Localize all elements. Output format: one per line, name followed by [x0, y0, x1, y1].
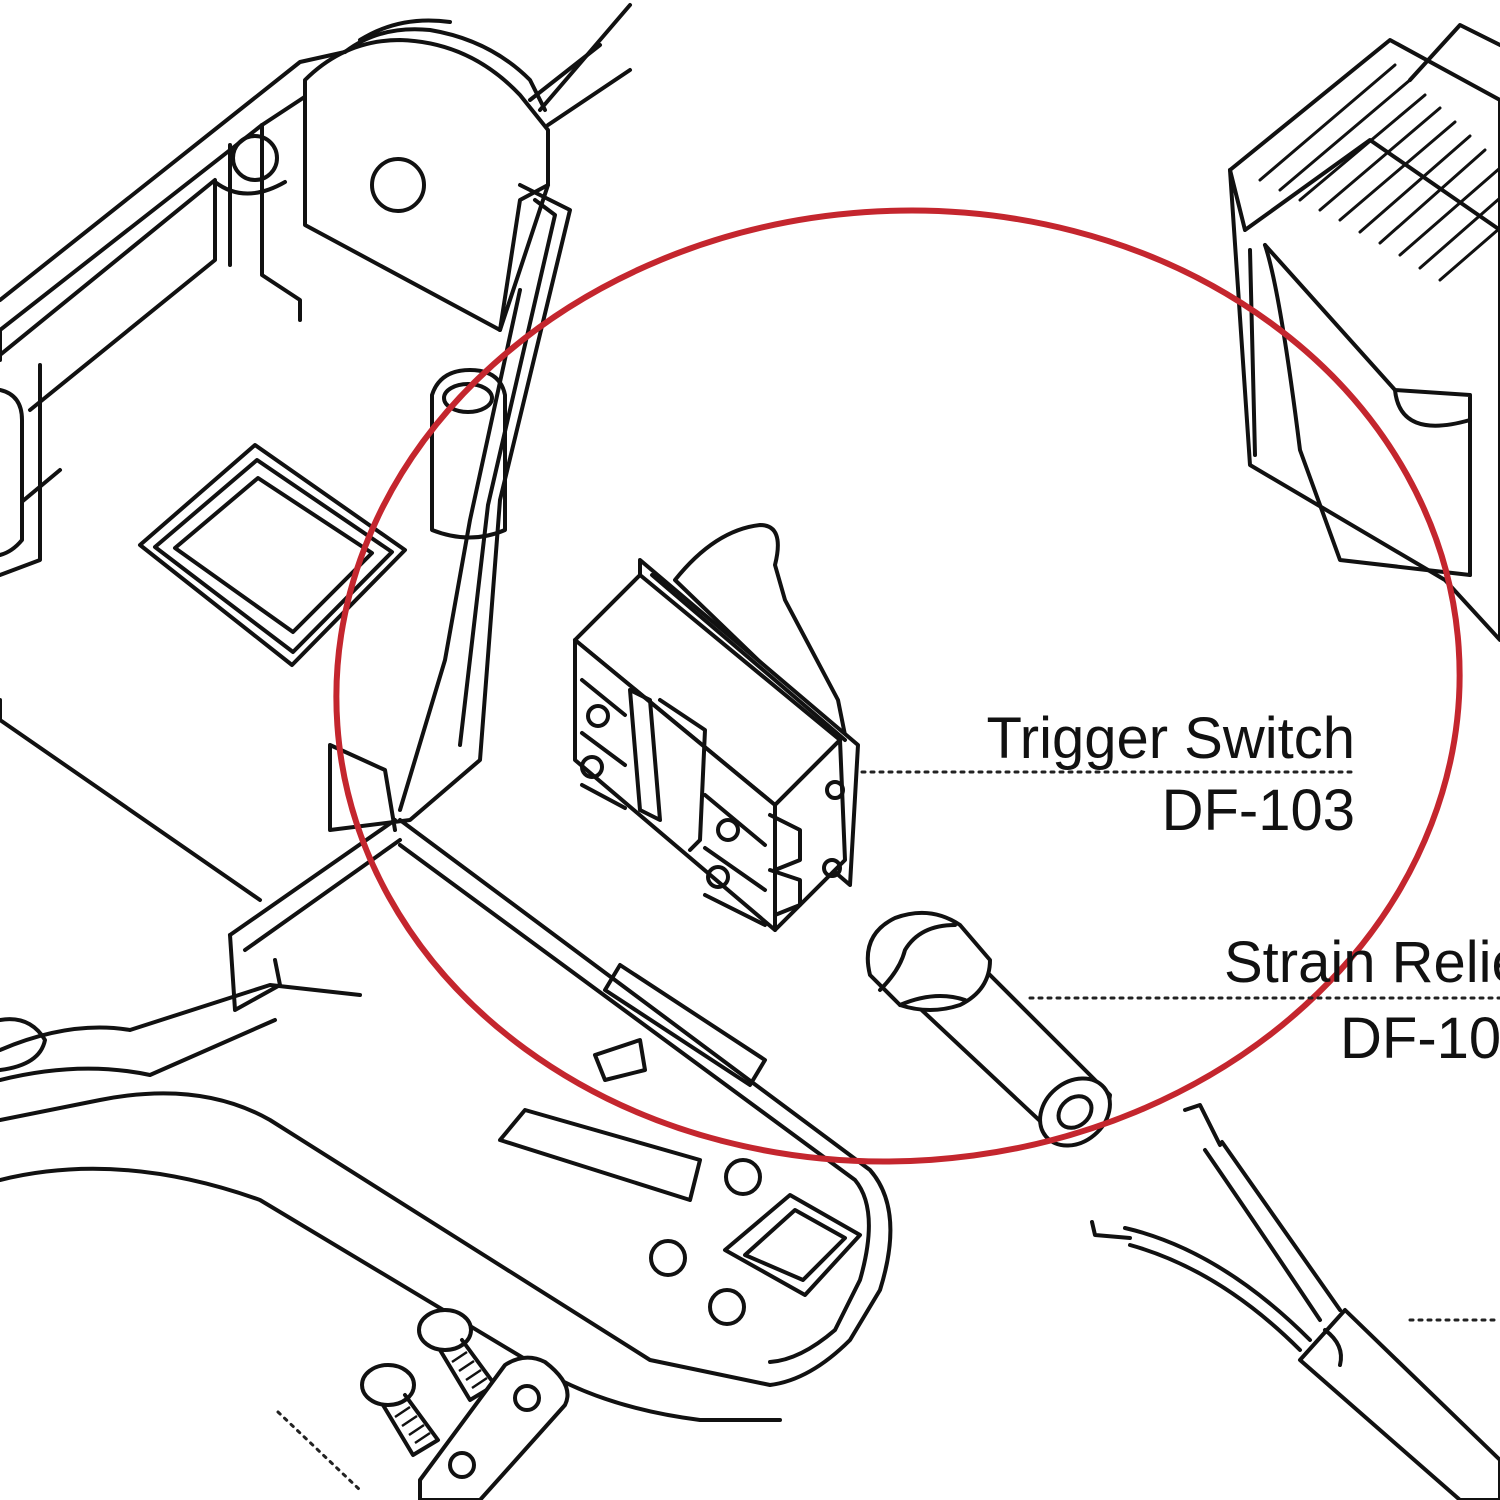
power-cord: [1090, 1103, 1500, 1500]
trigger-switch-part-number: DF-103: [1162, 778, 1355, 843]
trigger-switch-label: Trigger Switch: [986, 706, 1355, 771]
coil-block: [1228, 23, 1500, 642]
strain-relief-part-number: DF-108: [1340, 1006, 1500, 1071]
strain-relief-label: Strain Relie: [1224, 930, 1500, 995]
handle-housing: [0, 818, 893, 1422]
square-gasket: [138, 443, 407, 667]
highlight-circle: [333, 207, 1463, 1165]
screws: [276, 1308, 570, 1500]
strain-relief-part: [865, 910, 1112, 1148]
trigger-switch-part: [573, 523, 860, 932]
motor-housing-dome: [303, 3, 632, 332]
mounting-bracket: [228, 183, 572, 1012]
